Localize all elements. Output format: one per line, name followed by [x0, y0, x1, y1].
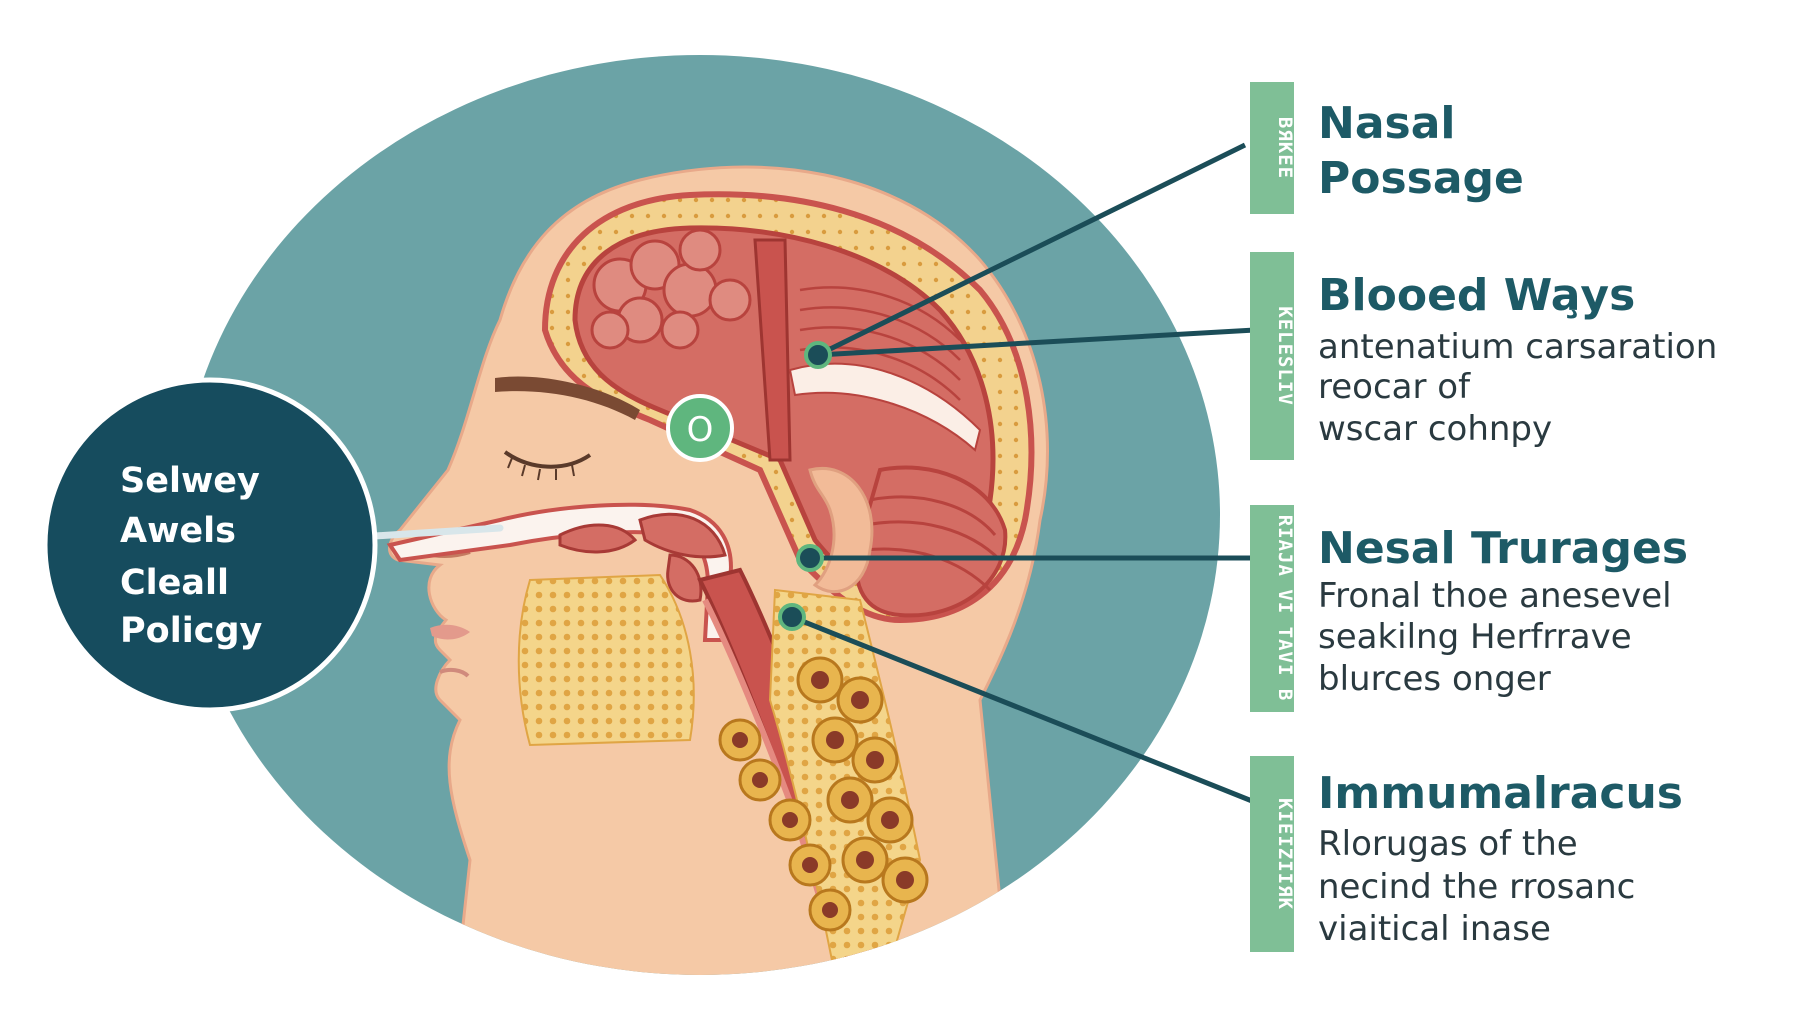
- svg-text:Rlorugas of the necind t: Rlorugas of the necind the rrosanc viait…: [1318, 824, 1646, 949]
- callout-title-2: Blooed Wa̧ys: [1318, 270, 1635, 321]
- callout-body-3a: Fronal thoe anesevel: [1318, 576, 1672, 616]
- callout-blood-ways: KELESLIV Blooed Wa̧ys antenatium carsara…: [1250, 252, 1728, 460]
- callout-title-1a: Nasal: [1318, 98, 1455, 149]
- callout-dot-3: [798, 546, 822, 570]
- callout-title-3: Nesal Trurages: [1318, 523, 1688, 574]
- eye-marker: O: [668, 396, 732, 460]
- callout-body-2b: reocar of: [1318, 367, 1471, 407]
- callout-tab-label-2: KELESLIV: [1274, 306, 1296, 406]
- callout-immumalracus: KIEIZIIЯK Immumalracus Rlorugas of the n…: [1250, 756, 1683, 952]
- callout-body-4b: necind the rrosanc: [1318, 867, 1635, 907]
- badge-line-1: Selwey: [120, 461, 260, 501]
- callout-body-2a: antenatium carsaration: [1318, 327, 1717, 367]
- callout-tab-label-1: BЯKEE: [1274, 117, 1296, 179]
- badge-line-2: Awels: [120, 511, 236, 551]
- badge-line-4: Policgy: [120, 611, 262, 651]
- left-badge: Selwey Awels Cleall Policgy: [45, 380, 375, 710]
- callout-body-4a: Rlorugas of the: [1318, 824, 1578, 864]
- callout-body-3b: seakilng Herfrrave: [1318, 617, 1632, 657]
- callout-title-4: Immumalracus: [1318, 768, 1683, 819]
- eye-marker-label: O: [687, 410, 714, 450]
- svg-text:Fronal thoe anesevel sea: Fronal thoe anesevel seakilng Herfrrave …: [1318, 576, 1682, 699]
- callout-tab-label-3: RIAJA VI TAVI B: [1274, 515, 1296, 702]
- callout-body-2c: wscar cohnpy: [1318, 409, 1552, 449]
- callout-tab-label-4: KIEIZIIЯK: [1274, 798, 1296, 910]
- callout-nesal-trurages: RIAJA VI TAVI B Nesal Trurages Fronal th…: [1250, 505, 1688, 712]
- callout-dot-1: [806, 343, 830, 367]
- callout-dot-4: [780, 605, 804, 629]
- callout-nasal-passage: BЯKEE Nasal Possage: [1250, 82, 1524, 214]
- svg-text:Nasal Possage: Nasal Possage: [1318, 98, 1524, 204]
- cheek-fat-tissue: [519, 575, 694, 745]
- badge-line-3: Cleall: [120, 563, 229, 603]
- callout-title-1b: Possage: [1318, 153, 1524, 204]
- svg-text:antenatium carsaration r: antenatium carsaration reocar of wscar c…: [1318, 327, 1728, 449]
- callout-body-3c: blurces onger: [1318, 659, 1551, 699]
- callout-body-4c: viaitical inase: [1318, 909, 1551, 949]
